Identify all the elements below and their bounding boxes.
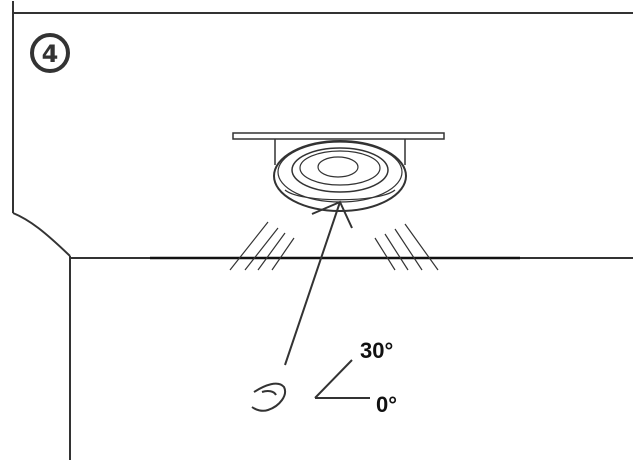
frame [12, 1, 633, 213]
light-rays-left [229, 221, 295, 271]
step-number: 4 [42, 40, 59, 68]
angle-indicator [314, 359, 370, 399]
light-rays-right [374, 223, 439, 271]
tilt-arrow [284, 200, 353, 366]
light-outer-ring [273, 140, 407, 212]
step-badge: 4 [30, 33, 70, 73]
light-middle-ring [291, 147, 389, 193]
light-lens [317, 156, 359, 178]
angle-label-30: 30° [360, 338, 393, 363]
mounting-plate [232, 132, 445, 140]
angle-label-0: 0° [376, 392, 397, 417]
finger-icon [251, 382, 286, 412]
downlight-fixture [232, 132, 445, 212]
step-circle [30, 33, 70, 73]
